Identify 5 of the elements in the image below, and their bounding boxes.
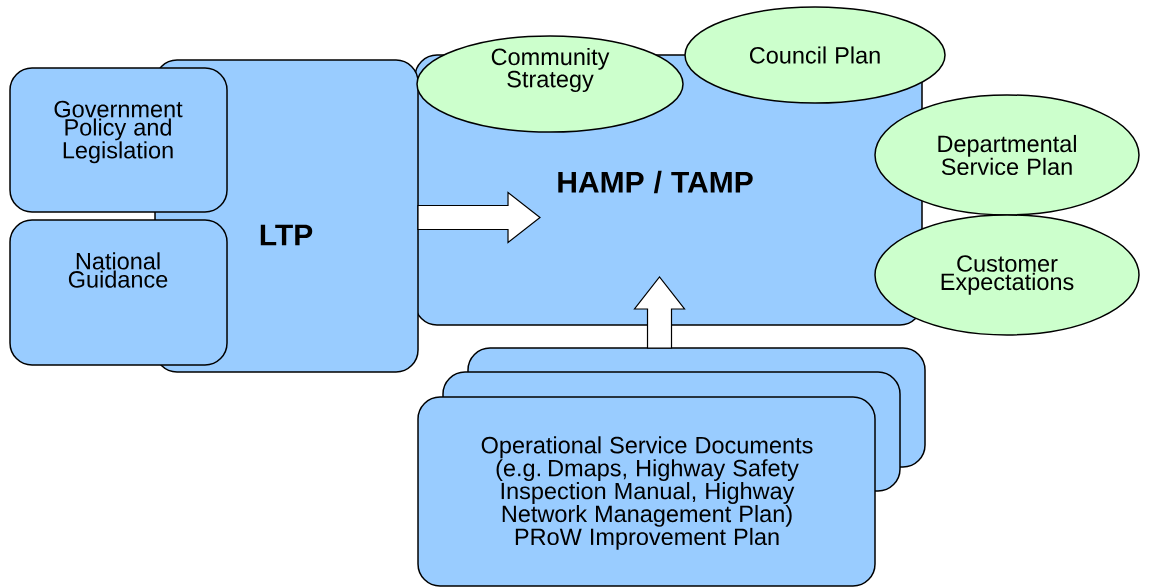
process-box: National Guidance — [9, 219, 228, 366]
block-arrow — [633, 276, 686, 349]
process-box: Government Policy and Legislation — [9, 67, 228, 213]
document-stack: Operational Service Documents (e.g. Dmaps, Highway Safety Inspection Manual, Highway Network Management Plan) PRoW Improvement Plan — [417, 347, 926, 587]
block-arrow — [417, 191, 541, 244]
